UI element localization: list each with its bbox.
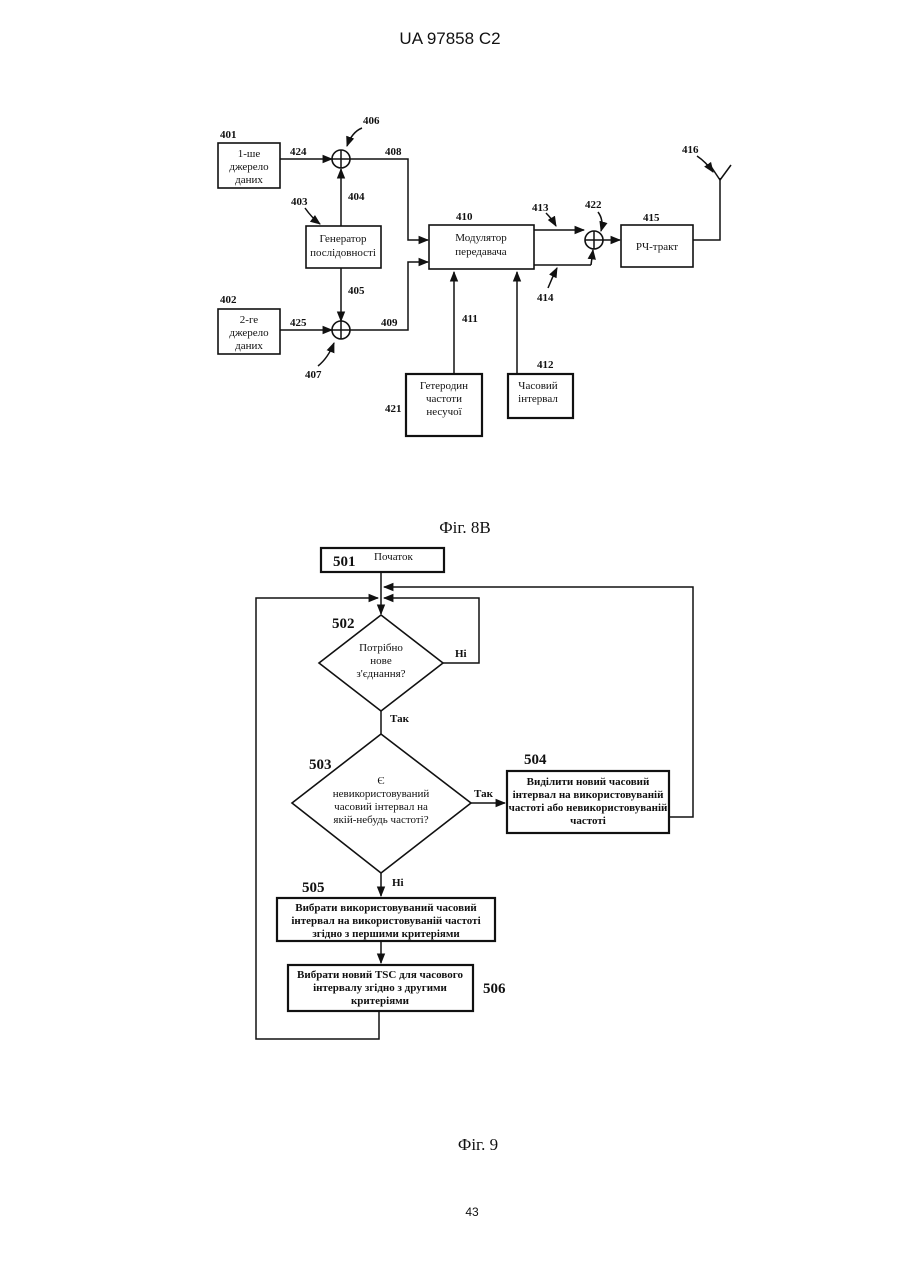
modulator-line2: передавача [455, 246, 507, 258]
generator-line1: Генератор [320, 233, 367, 245]
b505-line1: Вибрати використовуваний часовий [295, 902, 477, 914]
generator-line2: послідовності [310, 247, 376, 259]
label-424: 424 [290, 146, 307, 158]
caption-fig8b: Фіг. 8B [439, 518, 491, 537]
lo-line2: частоти [426, 393, 462, 405]
label-421: 421 [385, 403, 402, 415]
b506-line1: Вибрати новий TSC для часового [297, 969, 463, 981]
b504-line2: інтервал на використовуваній [513, 789, 665, 801]
label-501: 501 [333, 554, 356, 570]
label-409: 409 [381, 317, 398, 329]
caption-fig9: Фіг. 9 [458, 1135, 498, 1154]
b506-line2: інтервалу згідно з другими [313, 982, 447, 994]
b504-line3: частоті або невикористовуваній [509, 802, 668, 814]
source-2-line1: 2-ге [240, 314, 259, 326]
line-414-up [591, 250, 593, 265]
pointer-413 [546, 213, 556, 226]
rf-line1: РЧ-тракт [636, 241, 678, 253]
label-422: 422 [585, 199, 602, 211]
source-2-line2: джерело [229, 327, 269, 339]
d503-line4: якій-небудь частоті? [333, 814, 428, 826]
b506-line3: критеріями [351, 995, 410, 1007]
b505-line3: згідно з першими критеріями [312, 928, 460, 940]
label-408: 408 [385, 146, 402, 158]
d502-line2: нове [370, 655, 392, 667]
d503-yes: Так [474, 788, 494, 800]
label-405: 405 [348, 285, 365, 297]
d503-line2: невикористовуваний [333, 788, 430, 800]
d503-line1: Є [377, 775, 384, 787]
label-505: 505 [302, 880, 325, 896]
pointer-403 [305, 208, 320, 224]
lo-line1: Гетеродин [420, 380, 468, 392]
label-502: 502 [332, 616, 355, 632]
ts-line2: інтервал [518, 393, 558, 405]
label-416: 416 [682, 144, 699, 156]
source-1-line3: даних [235, 174, 263, 186]
pointer-422 [598, 212, 602, 231]
d503-no: Ні [392, 877, 404, 889]
label-425: 425 [290, 317, 307, 329]
label-404: 404 [348, 191, 365, 203]
source-2-line3: даних [235, 340, 263, 352]
label-412: 412 [537, 359, 554, 371]
antenna-feed [693, 178, 720, 240]
pointer-406 [347, 128, 362, 146]
label-403: 403 [291, 196, 308, 208]
patent-number: UA 97858 C2 [399, 29, 500, 48]
b505-line2: інтервал на використовуваній частоті [291, 915, 480, 927]
d502-yes: Так [390, 713, 410, 725]
label-415: 415 [643, 212, 660, 224]
antenna-right [720, 165, 731, 180]
label-506: 506 [483, 981, 506, 997]
label-406: 406 [363, 115, 380, 127]
d502-no: Ні [455, 648, 467, 660]
ts-line1: Часовий [518, 380, 557, 392]
pointer-407 [318, 343, 334, 366]
figure-9: 501 Початок 502 Потрібно нове з'єднання?… [256, 548, 693, 1154]
lo-line3: несучої [426, 406, 462, 418]
d502-line3: з'єднання? [356, 668, 405, 680]
label-411: 411 [462, 313, 478, 325]
antenna-left [710, 165, 720, 180]
pointer-416 [697, 156, 713, 172]
pointer-414 [548, 268, 557, 288]
modulator-line1: Модулятор [455, 232, 507, 244]
figure-8b: 401 1-ше джерело даних 424 406 408 403 Г… [218, 115, 731, 537]
start-label: Початок [374, 551, 413, 563]
label-407: 407 [305, 369, 322, 381]
label-401: 401 [220, 129, 237, 141]
source-1-line1: 1-ше [238, 148, 261, 160]
label-410: 410 [456, 211, 473, 223]
label-413: 413 [532, 202, 549, 214]
b504-line4: частоті [570, 815, 606, 827]
b504-line1: Виділити новий часовий [527, 776, 650, 788]
label-504: 504 [524, 752, 547, 768]
label-414: 414 [537, 292, 554, 304]
page-number: 43 [465, 1205, 479, 1219]
d503-line3: часовий інтервал на [334, 801, 428, 813]
label-503: 503 [309, 757, 332, 773]
source-1-line2: джерело [229, 161, 269, 173]
d502-line1: Потрібно [359, 642, 403, 654]
label-402: 402 [220, 294, 237, 306]
